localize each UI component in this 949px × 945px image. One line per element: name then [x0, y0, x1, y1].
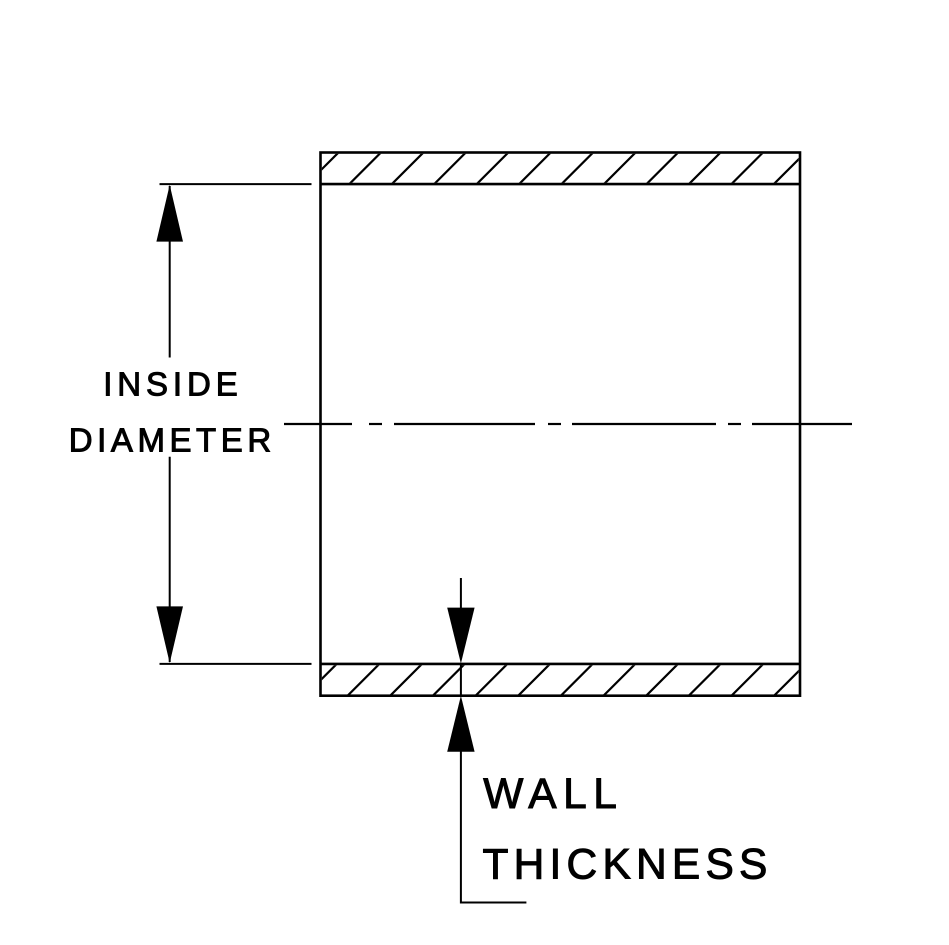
svg-text:INSIDE: INSIDE: [103, 365, 242, 402]
svg-text:WALL: WALL: [483, 771, 623, 818]
svg-text:THICKNESS: THICKNESS: [483, 842, 773, 889]
svg-text:DIAMETER: DIAMETER: [69, 422, 276, 459]
